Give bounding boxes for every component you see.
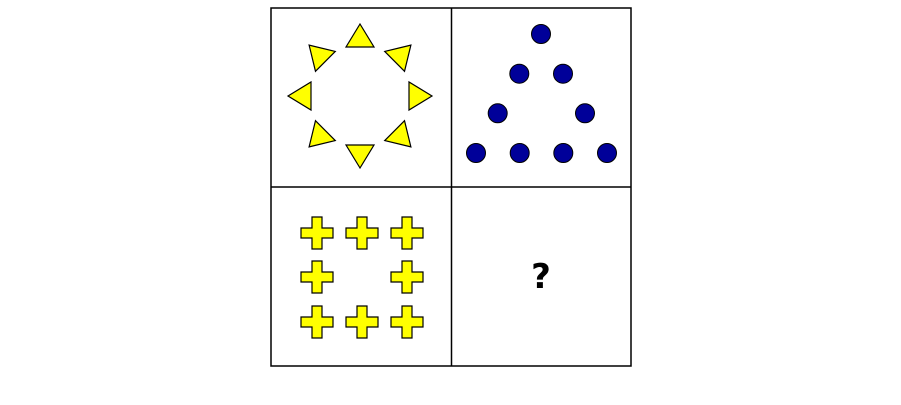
circle-icon (487, 103, 508, 124)
circle-icon (553, 143, 574, 163)
triangle-icon (344, 22, 376, 48)
plus-icon (300, 305, 334, 339)
triangle-icon (408, 80, 434, 112)
triangle-icon (308, 44, 337, 73)
circle-icon (575, 103, 595, 124)
plus-icon (300, 260, 334, 294)
triangle-icon (344, 144, 376, 170)
circle-icon (509, 143, 530, 163)
plus-icon (390, 305, 424, 339)
triangle-icon (383, 44, 412, 73)
plus-icon (345, 305, 379, 339)
plus-icon (390, 260, 424, 294)
cell-triangles-circle (286, 22, 434, 170)
question-mark: ? (531, 257, 551, 297)
triangle-icon (308, 119, 337, 148)
triangle-icon (383, 119, 412, 148)
cell-question[interactable]: ? (531, 257, 551, 297)
circle-icon (466, 143, 486, 163)
plus-icon (345, 216, 379, 250)
circle-icon (597, 143, 617, 163)
plus-icon (300, 216, 334, 250)
circle-icon (509, 63, 530, 84)
circle-icon (553, 63, 573, 84)
cell-dots-triangle (466, 24, 617, 163)
puzzle-grid: ? (270, 7, 632, 367)
plus-icon (390, 216, 424, 250)
circle-icon (531, 24, 551, 44)
cell-crosses-square (300, 216, 424, 339)
triangle-icon (286, 80, 312, 112)
